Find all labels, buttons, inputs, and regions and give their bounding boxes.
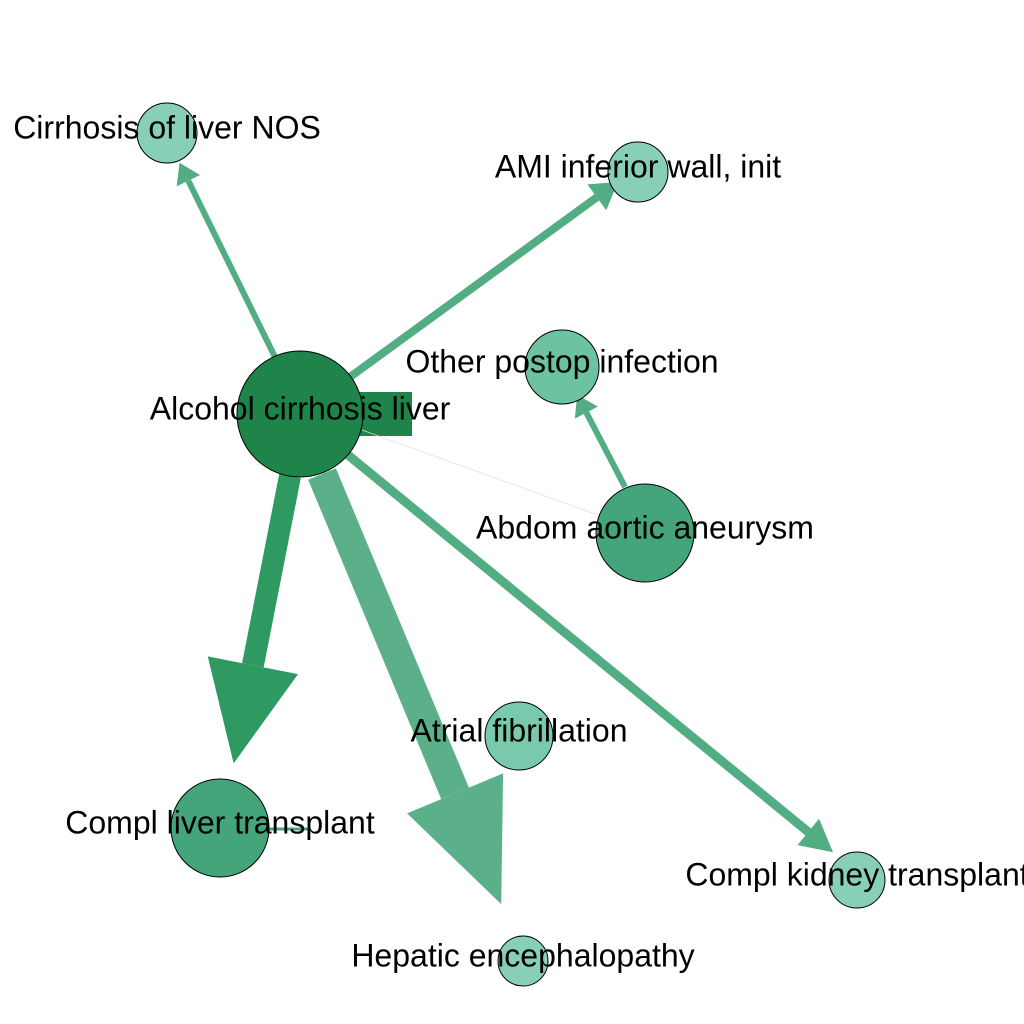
arrowhead [407,773,504,905]
node-label-kidney_tx: Compl kidney transplant [685,856,1024,892]
node-afib[interactable] [484,701,554,771]
node-label-afib: Atrial fibrillation [411,712,628,748]
edge-alcohol-to-cirrhosis_nos [176,162,278,359]
arrowhead [574,394,598,419]
arrowhead [797,818,834,853]
node-label-cirrhosis_nos: Cirrhosis of liver NOS [13,109,321,145]
edge-alcohol-to-ami [347,181,618,381]
arrowhead [587,181,618,211]
node-kidney_tx[interactable] [828,851,886,909]
node-liver_tx[interactable] [170,778,270,878]
arrowhead [176,162,200,187]
node-ami[interactable] [607,141,669,203]
arrowhead [207,656,299,764]
labels-layer: Alcohol cirrhosis liver Cirrhosis of live… [13,109,1024,973]
node-label-hepatic: Hepatic encephalopathy [351,937,694,973]
nodes-layer [136,102,886,987]
node-label-aneurysm: Abdom aortic aneurysm [476,509,814,545]
node-aneurysm[interactable] [595,483,695,583]
node-alcohol[interactable] [236,350,364,478]
node-label-alcohol: Alcohol cirrhosis liver [150,390,451,426]
edge-aneurysm-to-postop [574,394,628,489]
node-label-liver_tx: Compl liver transplant [65,804,375,840]
edge-alcohol-to-liver_tx [207,473,301,764]
node-postop[interactable] [524,329,600,405]
node-hepatic[interactable] [497,935,549,987]
node-label-postop: Other postop infection [405,343,718,379]
edge-alcohol-to-kidney_tx [345,451,834,853]
edge-alcohol-to-hepatic [308,468,504,905]
node-cirrhosis_nos[interactable] [136,102,198,164]
edges-layer [176,162,834,905]
edge-alcohol-to-aneurysm [361,429,599,516]
node-label-ami: AMI inferior wall, init [495,148,781,184]
